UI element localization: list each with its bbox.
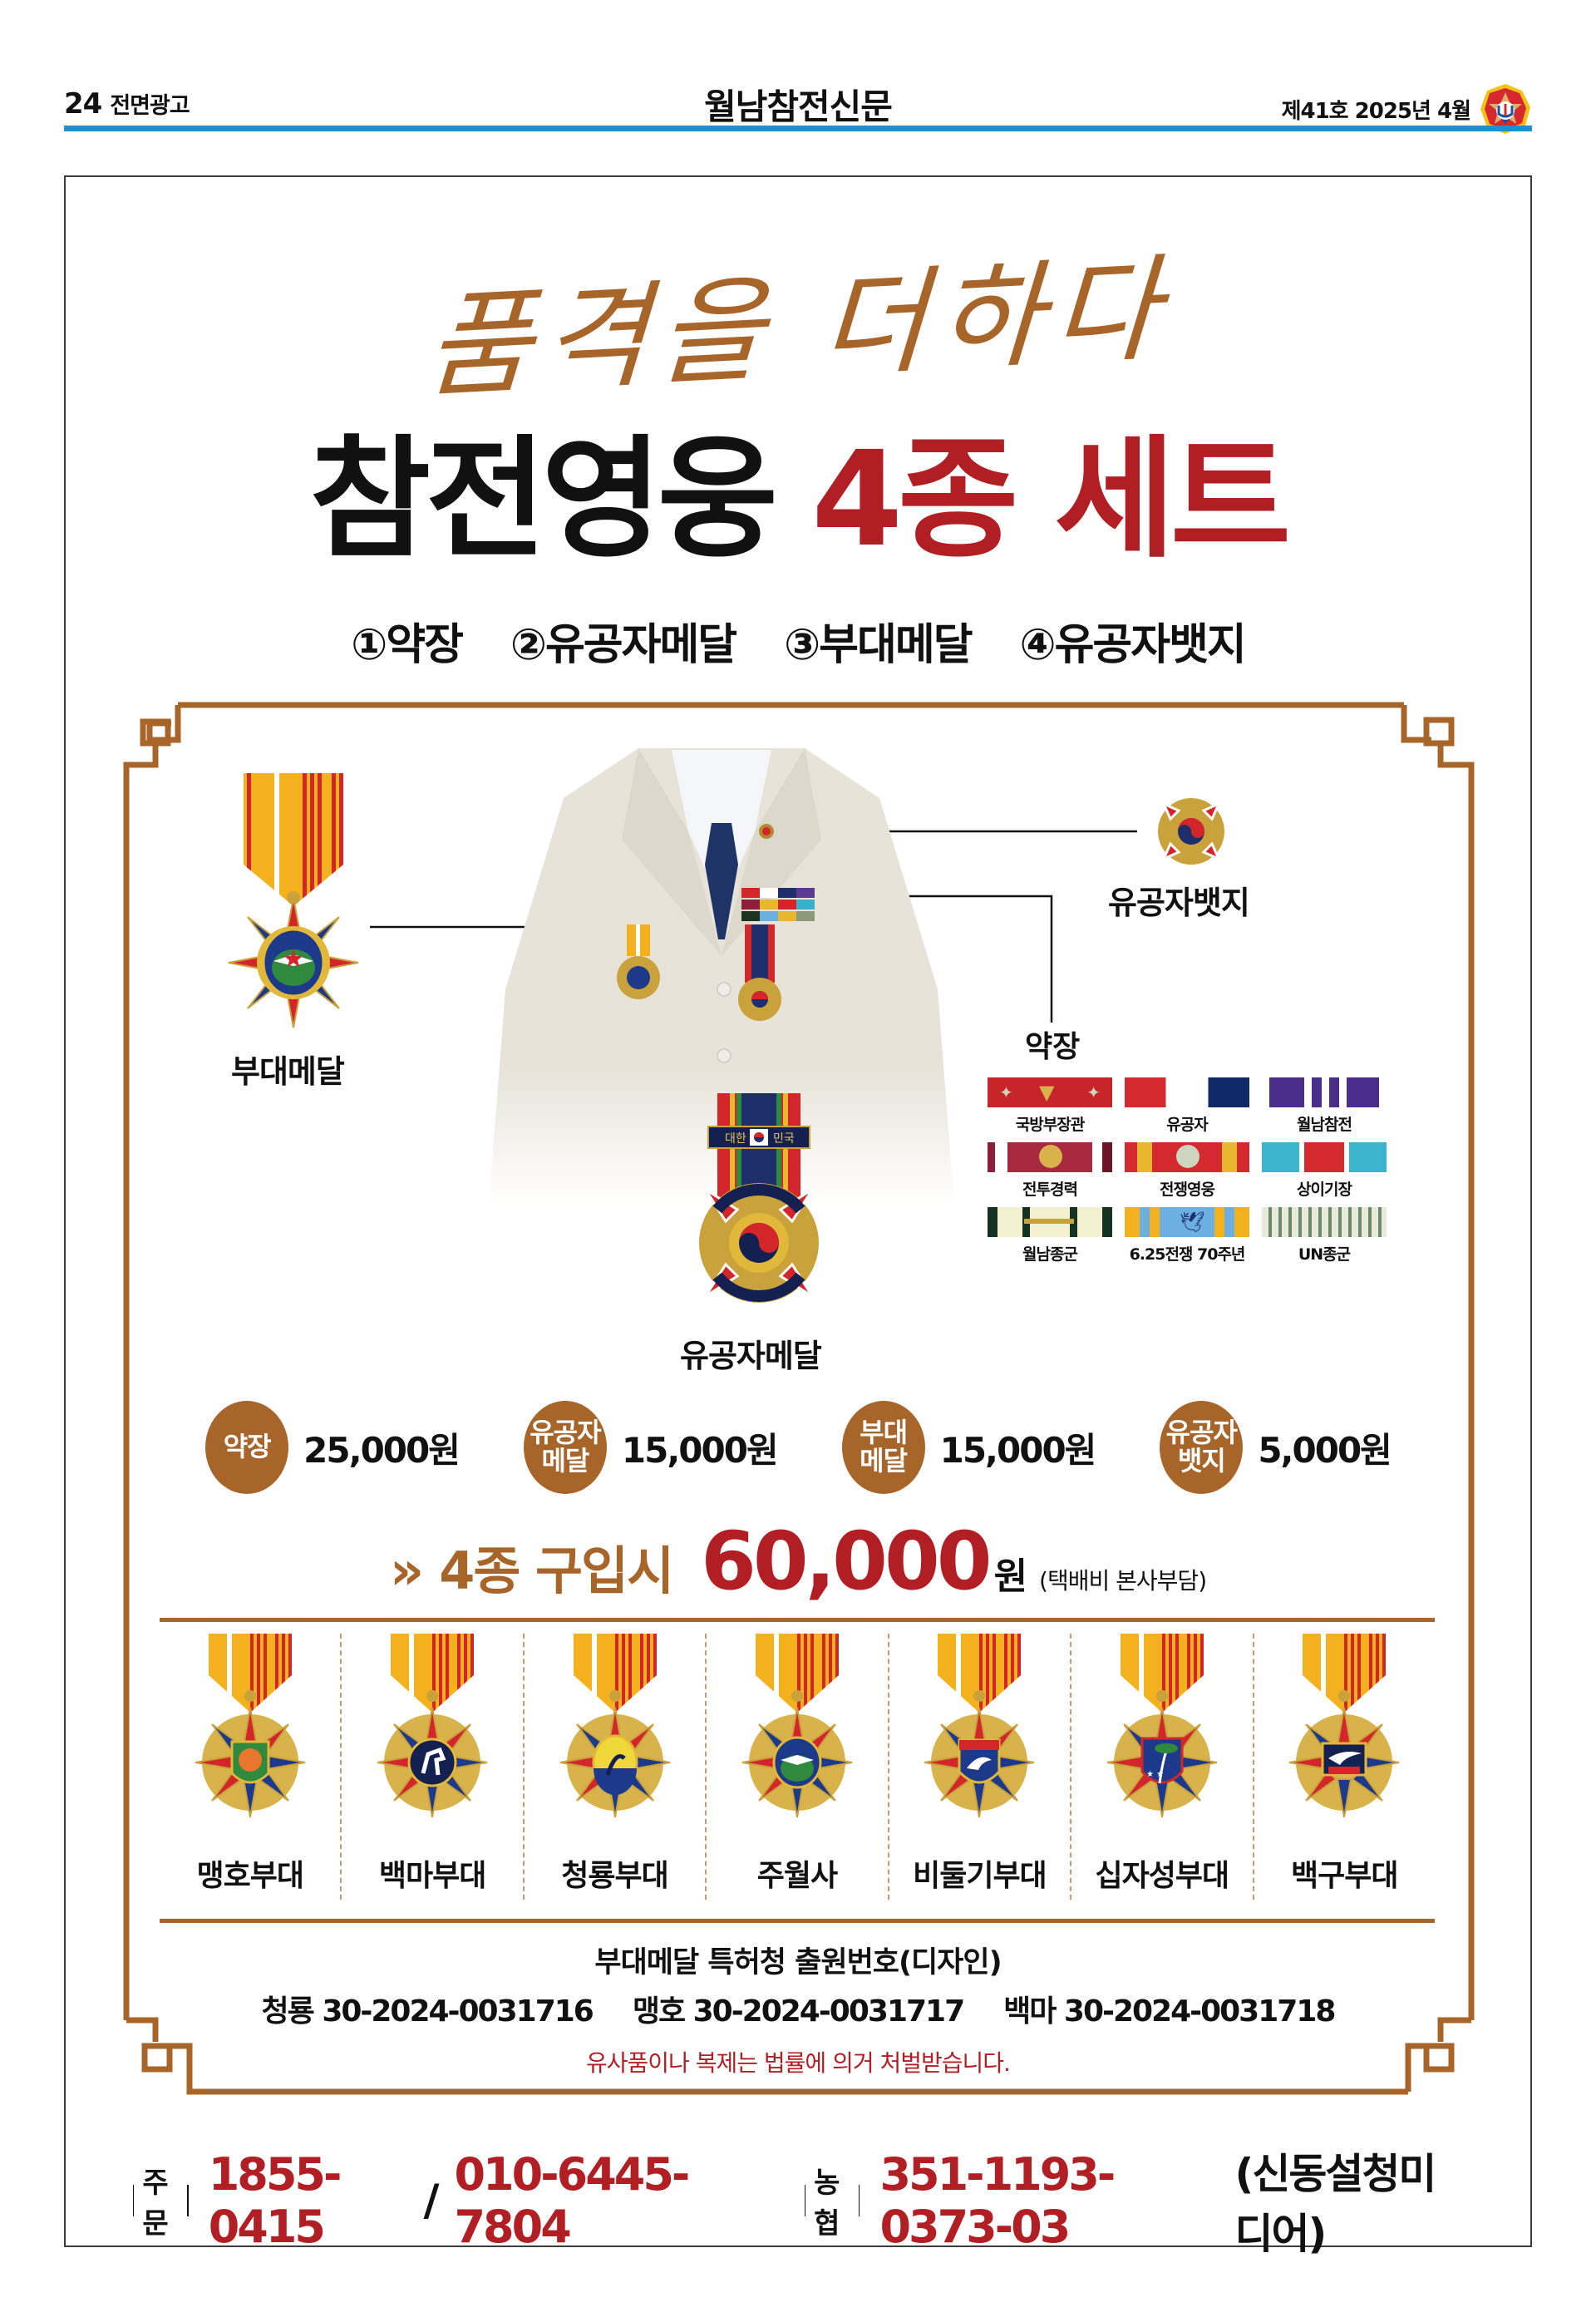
unit-medal-card: 맹호부대: [160, 1634, 340, 1900]
unit-medal-label: 부대메달: [231, 1053, 345, 1090]
price-item: 유공자 메달 15,000원: [523, 1401, 779, 1494]
account-owner: (신동설청미디어): [1234, 2150, 1436, 2258]
newspaper-header: 24 전면광고 월남참전신문 제41호 2025년 4월: [64, 79, 1532, 134]
bank-account-number: 351-1193-0373-03: [879, 2148, 1116, 2253]
set-item: ①약장: [351, 620, 464, 670]
patent-title: 부대메달 특허청 출원번호(디자인): [594, 1946, 1002, 1979]
merit-medal-label: 유공자메달: [680, 1338, 822, 1374]
ribbon-bars-panel: 약장 ✦ ▼ ✦ 국방부장관 유공자 월남참전: [988, 1023, 1395, 1265]
price-list: 약장 25,000원 유공자 메달 15,000원 부대 메달 15,000원 …: [0, 1401, 1596, 1494]
patent-number: 백마 30-2024-0031718: [1003, 1994, 1336, 2029]
wings-anchor-medal-icon: [741, 1634, 853, 1818]
price-value: 15,000원: [939, 1429, 1097, 1471]
unit-medal-card: 백구부대: [1252, 1634, 1435, 1900]
gull-medal-icon: [1288, 1634, 1401, 1818]
dove-medal-icon: [924, 1634, 1036, 1818]
price-item: 부대 메달 15,000원: [841, 1401, 1097, 1494]
double-chevron-right-icon: »: [389, 1541, 424, 1602]
main-title-black: 참전영웅: [309, 423, 778, 576]
ribbon-bar-item: 전쟁영웅: [1125, 1142, 1249, 1200]
price-item: 약장 25,000원: [205, 1401, 461, 1494]
ribbon-korean-war-70th-icon: 🕊: [1125, 1207, 1249, 1237]
order-phone-2[interactable]: 010-6445-7804: [454, 2148, 690, 2253]
shipping-note: (택배비 본사부담): [1039, 1567, 1207, 1595]
ribbon-bar-item: 🕊 6.25전쟁 70주년: [1125, 1207, 1249, 1265]
order-phone-1[interactable]: 1855-0415: [208, 2148, 342, 2253]
price-badge: 유공자 뱃지: [1160, 1401, 1244, 1494]
ribbon-un-service-icon: [1262, 1207, 1387, 1237]
price-value: 25,000원: [303, 1429, 461, 1471]
ribbon-combat-record-icon: [988, 1142, 1112, 1172]
price-badge: 부대 메달: [841, 1401, 925, 1494]
phone-separator: /: [423, 2176, 440, 2226]
bank-label: 농협: [796, 2160, 869, 2241]
merit-medal-image-icon: 대한 민국: [699, 1093, 819, 1303]
ribbon-vietnam-participation-icon: [1262, 1077, 1387, 1107]
order-label: 주문: [125, 2160, 197, 2241]
ad-border: [64, 175, 1532, 2247]
ribbon-war-hero-icon: [1125, 1142, 1249, 1172]
section-divider: [160, 1919, 1435, 1923]
product-illustration: 부대메달: [123, 715, 1474, 1380]
unit-medal-image-icon: [228, 773, 359, 1028]
issue-info: 제41호 2025년 4월: [1282, 82, 1532, 136]
set-item: ③부대메달: [784, 620, 973, 670]
issue-date: 제41호 2025년 4월: [1281, 98, 1471, 124]
horse-medal-icon: [377, 1634, 489, 1818]
unit-medal-card: 청룡부대: [522, 1634, 705, 1900]
unit-medal-gallery: 맹호부대 백마부대 청룡부대 주월사 비둘기부대 ★ ★ 십자성부대 백구부대: [160, 1634, 1435, 1900]
main-title-red: 4종 세트: [811, 423, 1291, 576]
ribbons-label: 약장: [1025, 1030, 1081, 1064]
patent-number: 맹호 30-2024-0031717: [632, 1994, 965, 2029]
ribbon-bar-item: 상이기장: [1262, 1142, 1387, 1200]
ribbon-vietnam-service-icon: [988, 1207, 1112, 1237]
svg-text:민국: 민국: [773, 1132, 795, 1146]
price-value: 15,000원: [621, 1429, 779, 1471]
bundle-label: 4종 구입시: [439, 1541, 674, 1601]
dragon-medal-icon: [559, 1634, 671, 1818]
set-item: ②유공자메달: [510, 620, 737, 670]
association-logo-icon: [1480, 84, 1530, 134]
bundle-price-unit: 원: [993, 1555, 1028, 1598]
tiger-medal-icon: [194, 1634, 306, 1818]
ribbon-merit-icon: [1125, 1077, 1249, 1107]
section-label: 전면광고: [110, 93, 190, 119]
newspaper-title: 월남참전신문: [704, 86, 893, 127]
ribbon-bar-item: 월남종군: [988, 1207, 1112, 1265]
unit-medal-card: 주월사: [705, 1634, 887, 1900]
price-item: 유공자 뱃지 5,000원: [1160, 1401, 1392, 1494]
unit-medal-card: 백마부대: [340, 1634, 522, 1900]
patent-number: 청룡 30-2024-0031716: [261, 1994, 594, 2029]
palm-stars-medal-icon: ★ ★: [1106, 1634, 1218, 1818]
ribbon-bar-item: 월남참전: [1262, 1077, 1387, 1136]
uniform-jacket-image-icon: [489, 748, 954, 1205]
set-item: ④유공자뱃지: [1019, 620, 1247, 670]
ribbon-bar-item: UN종군: [1262, 1207, 1387, 1265]
merit-badge-image-icon: [1158, 798, 1224, 865]
price-badge: 약장: [205, 1401, 289, 1494]
header-rule: [64, 126, 1532, 131]
set-items-list: ①약장 ②유공자메달 ③부대메달 ④유공자뱃지: [0, 609, 1596, 672]
order-footer: 주문 1855-0415 / 010-6445-7804 농협 351-1193…: [125, 2141, 1471, 2260]
bundle-price: » 4종 구입시 60,000 원 (택배비 본사부담): [0, 1515, 1596, 1608]
page-number: 24: [64, 87, 102, 121]
unit-medal-card: 비둘기부대: [887, 1634, 1070, 1900]
patent-numbers: 청룡 30-2024-0031716 맹호 30-2024-0031717 백마…: [0, 1987, 1596, 2030]
ribbon-bar-item: 전투경력: [988, 1142, 1112, 1200]
section-divider: [160, 1618, 1435, 1622]
svg-text:★ ★: ★ ★: [1146, 1770, 1164, 1779]
ribbon-bar-item: 유공자: [1125, 1077, 1249, 1136]
svg-text:대한: 대한: [725, 1132, 746, 1146]
ribbon-defense-minister-icon: ✦ ▼ ✦: [988, 1077, 1112, 1107]
price-badge: 유공자 메달: [523, 1401, 607, 1494]
bundle-price-value: 60,000: [701, 1515, 992, 1608]
merit-badge-label: 유공자뱃지: [1108, 885, 1250, 921]
unit-medal-card: ★ ★ 십자성부대: [1070, 1634, 1252, 1900]
ribbon-bar-item: ✦ ▼ ✦ 국방부장관: [988, 1077, 1112, 1136]
legal-warning: 유사품이나 복제는 법률에 의거 처벌받습니다.: [586, 2049, 1011, 2077]
ribbon-wounded-icon: [1262, 1142, 1387, 1172]
price-value: 5,000원: [1258, 1429, 1392, 1471]
page-info: 24 전면광고: [64, 87, 190, 121]
